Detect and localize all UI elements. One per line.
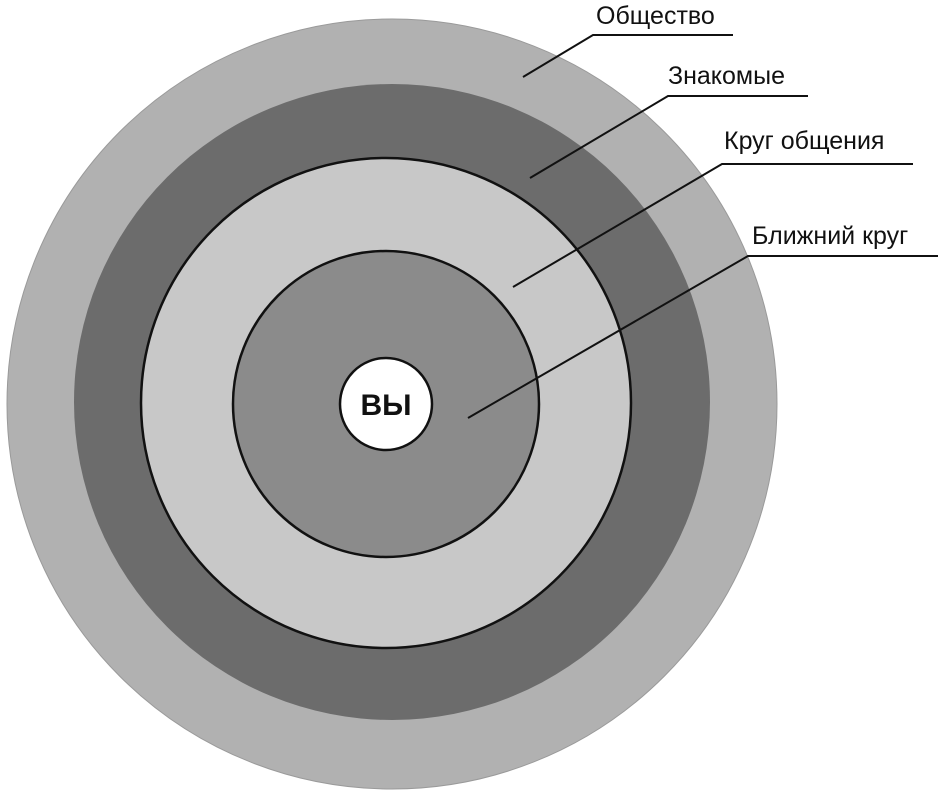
center-you xyxy=(338,356,434,452)
leader-social-circle xyxy=(512,163,913,288)
center-label: ВЫ xyxy=(360,389,411,422)
leader-acquaintances xyxy=(529,95,808,179)
label-social-circle: Круг общения xyxy=(724,127,884,155)
label-inner-circle: Ближний круг xyxy=(752,222,908,250)
leader-society xyxy=(522,34,733,78)
label-acquaintances: Знакомые xyxy=(668,62,785,90)
leader-inner-circle xyxy=(467,255,938,419)
label-society: Общество xyxy=(596,2,715,30)
